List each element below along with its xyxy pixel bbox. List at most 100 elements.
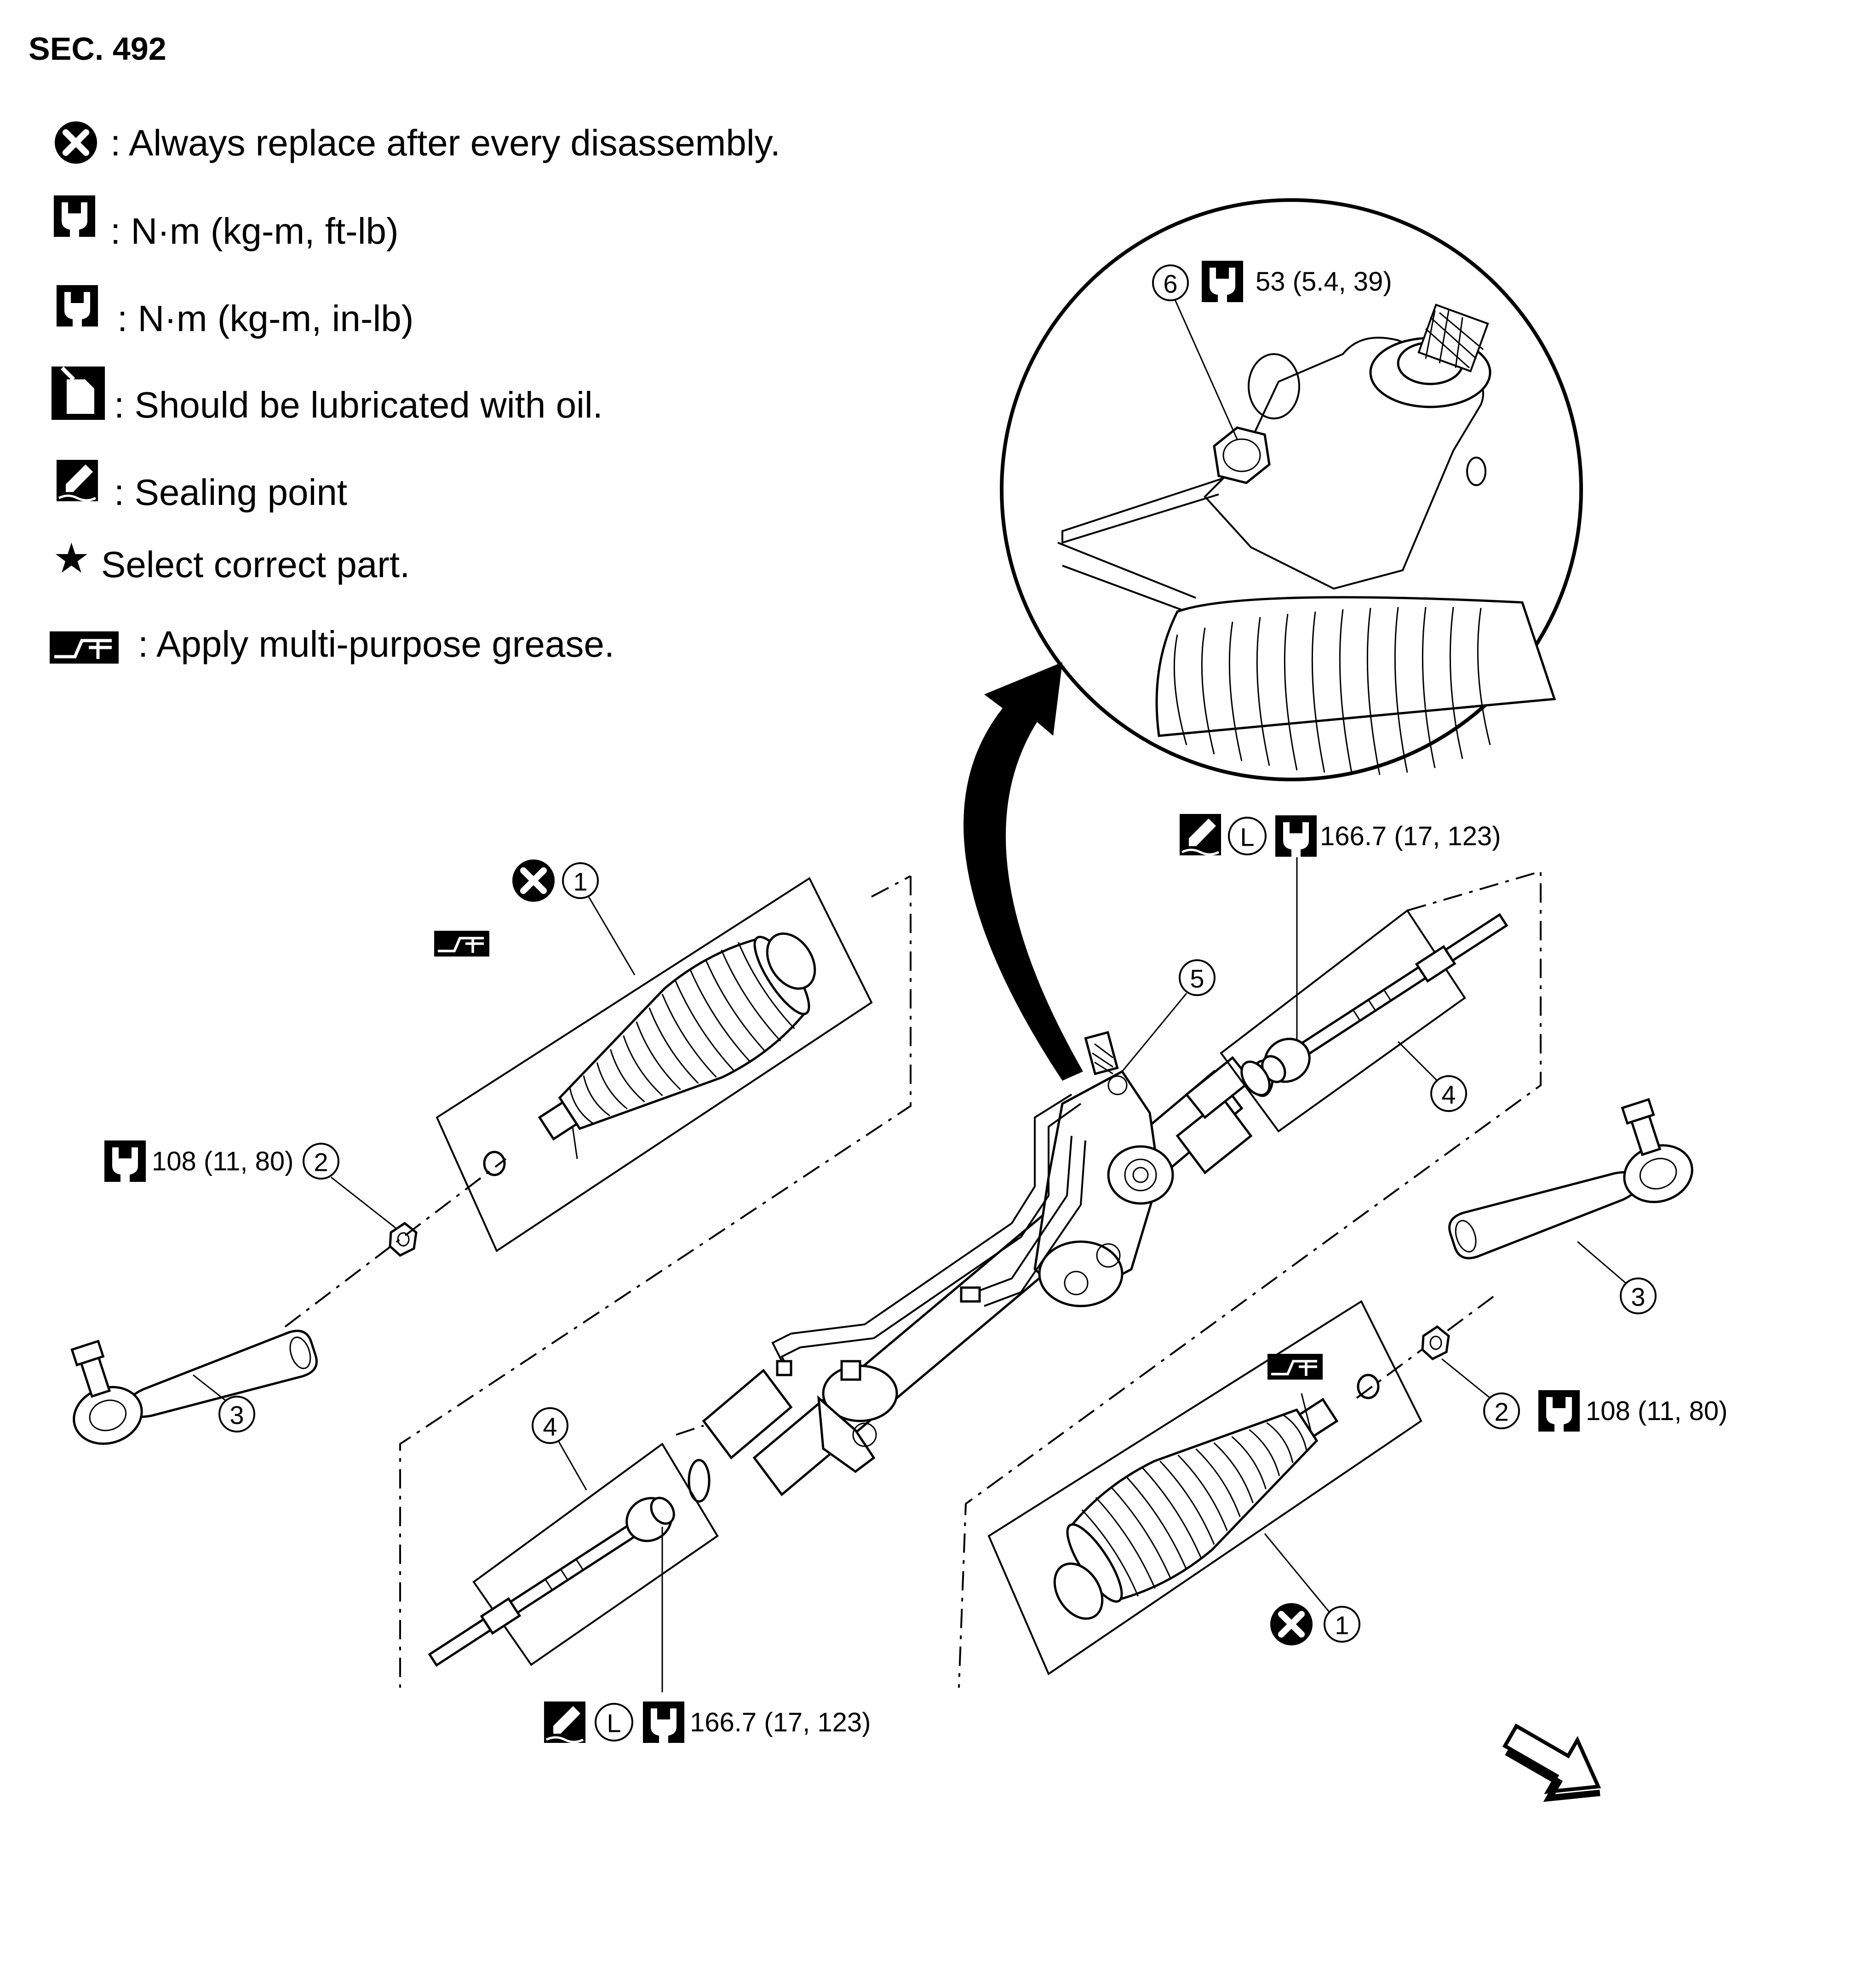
locking-sealant-circle-lower <box>595 1703 633 1742</box>
boot-group-right: 1 <box>987 1300 1422 1676</box>
outer-socket-right <box>1430 1093 1699 1267</box>
always-replace-icon-boot-left <box>512 859 555 902</box>
section-title: SEC. 492 <box>29 31 166 67</box>
part-number-circle-1-left <box>562 862 599 899</box>
torque-icon-inner-lower <box>643 1702 684 1743</box>
nut-left <box>389 1221 418 1257</box>
detail-bellows <box>1155 596 1556 775</box>
sealing-point-icon-lower <box>544 1702 585 1743</box>
tie-rod-torque-upper-value: 166.7 (17, 123) <box>1320 821 1501 851</box>
always-replace-icon <box>55 121 97 164</box>
part-number-circle-3-left <box>218 1396 255 1432</box>
grease-icon <box>50 631 119 664</box>
part-number-circle-6 <box>1152 264 1189 301</box>
legend-text-torque-ftlb: : N·m (kg-m, ft-lb) <box>110 211 399 252</box>
leader-4-right <box>1397 1041 1438 1082</box>
torque-icon-nut-left <box>104 1140 146 1182</box>
front-direction-arrow <box>1502 1723 1601 1802</box>
torque-icon-inner-upper <box>1275 815 1317 857</box>
mounting-bracket-left <box>817 1360 898 1473</box>
part-number-1-left: 1 <box>573 867 587 896</box>
part-number-1-right: 1 <box>1335 1611 1349 1640</box>
inner-socket-group-right: 4 L 166.7 (17, 123) <box>1180 814 1514 1133</box>
legend: : Always replace after every disassembly… <box>50 121 780 665</box>
nut-left-torque-value: 108 (11, 80) <box>152 1146 293 1176</box>
dashed-line-nut-left <box>284 1158 507 1328</box>
part-number-circle-5 <box>1179 959 1216 996</box>
part-number-3-right: 3 <box>1631 1283 1645 1312</box>
detail-pointer-arrow <box>963 662 1083 1081</box>
box-boot-left <box>436 877 873 1252</box>
part-number-6: 6 <box>1163 269 1177 298</box>
part-number-circle-4-right <box>1430 1075 1467 1112</box>
hydraulic-lines <box>771 1094 1086 1376</box>
part-number-4-left: 4 <box>543 1412 557 1441</box>
inner-socket-left <box>422 1488 682 1678</box>
sealing-point-icon-upper <box>1180 814 1221 855</box>
torque-inlb-icon <box>57 285 98 327</box>
leader-3-right <box>1577 1241 1626 1284</box>
detail-callout: 6 53 (5.4, 39) <box>1152 261 1392 440</box>
nut-right-torque-value: 108 (11, 80) <box>1586 1396 1727 1426</box>
locking-sealant-mark-upper: L <box>1240 823 1254 852</box>
inner-socket-group-left: 4 L 166.7 (17, 123) <box>422 1407 871 1743</box>
locking-sealant-circle-upper <box>1228 817 1267 855</box>
rack-lock-washer-left <box>688 1459 711 1503</box>
detail-pinion-housing <box>1204 304 1491 590</box>
torque-ftlb-icon <box>54 195 95 237</box>
torque-icon-detail <box>1202 261 1243 303</box>
legend-item-always-replace: : Always replace after every disassembly… <box>55 121 780 164</box>
legend-item-oil: : Should be lubricated with oil. <box>52 366 603 425</box>
dashed-assembly-line-left <box>399 875 912 1688</box>
nut-right <box>1421 1325 1450 1361</box>
legend-item-grease: : Apply multi-purpose grease. <box>50 624 614 665</box>
box-inner-socket-left <box>472 1443 719 1666</box>
legend-text-star: Select correct part. <box>101 544 410 585</box>
rack-end-left <box>702 1369 793 1460</box>
sealing-point-icon <box>57 460 98 501</box>
lock-washer-right <box>1240 1060 1271 1096</box>
boot-clamp-left <box>766 932 816 990</box>
part-number-circle-2-left <box>303 1143 339 1180</box>
part-number-circle-2-right <box>1483 1392 1520 1429</box>
boot-clamp-right <box>1053 1562 1104 1620</box>
part-number-2-left: 2 <box>314 1148 328 1177</box>
legend-item-torque-ftlb: : N·m (kg-m, ft-lb) <box>54 195 399 252</box>
leader-2-right <box>1441 1358 1491 1399</box>
leader-grease-left <box>572 1126 578 1159</box>
part-number-4-right: 4 <box>1441 1080 1456 1109</box>
legend-text-sealing: : Sealing point <box>114 472 347 513</box>
dashed-line-inner-left <box>676 1425 704 1436</box>
leader-2-left <box>331 1176 396 1229</box>
torque-icon-nut-right <box>1538 1390 1580 1432</box>
legend-item-torque-inlb: : N·m (kg-m, in-lb) <box>57 285 413 339</box>
always-replace-icon-boot-right <box>1270 1603 1313 1645</box>
detail-torque-value: 53 (5.4, 39) <box>1256 267 1392 297</box>
legend-item-star: ★ Select correct part. <box>53 536 410 585</box>
grease-icon-right <box>1267 1354 1323 1380</box>
boot-group-left: 1 <box>434 859 873 1252</box>
part-number-3-left: 3 <box>229 1401 244 1430</box>
pinion-housing <box>1033 1031 1174 1307</box>
legend-text-torque-inlb: : N·m (kg-m, in-lb) <box>117 298 413 339</box>
steering-gear-assembly <box>688 1031 1274 1503</box>
box-inner-socket-right <box>1220 909 1466 1133</box>
legend-text-grease: : Apply multi-purpose grease. <box>138 624 614 665</box>
part-number-2-right: 2 <box>1494 1398 1508 1427</box>
oil-can-icon <box>52 366 105 420</box>
grease-icon-left <box>434 931 489 957</box>
leader-4-left <box>558 1441 587 1490</box>
leader-5 <box>1121 993 1187 1072</box>
detail-frame-bar <box>1057 542 1196 613</box>
leader-grease-right <box>1301 1393 1312 1431</box>
legend-text-oil: : Should be lubricated with oil. <box>114 384 603 425</box>
leader-3-left <box>193 1374 226 1401</box>
dashed-assembly-line-right <box>958 870 1542 1688</box>
tie-rod-torque-lower-value: 166.7 (17, 123) <box>690 1707 871 1737</box>
star-icon: ★ <box>53 536 90 582</box>
detail-bolt <box>1061 426 1271 544</box>
part-number-5: 5 <box>1190 964 1204 993</box>
part-number-circle-4-left <box>532 1407 568 1444</box>
legend-item-sealing: : Sealing point <box>57 460 347 513</box>
